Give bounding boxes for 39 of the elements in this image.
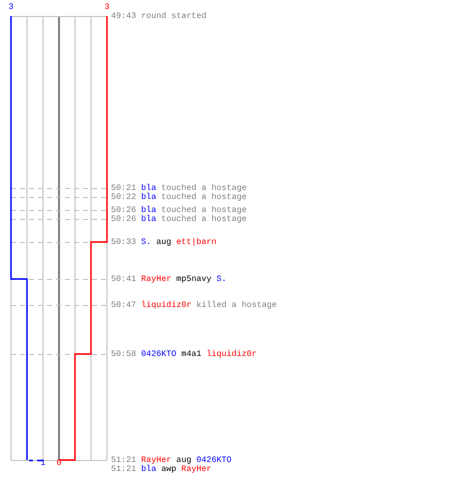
player-name: RayHer bbox=[141, 275, 172, 284]
event-text: killed a hostage bbox=[196, 301, 277, 310]
player-name: bla bbox=[141, 206, 156, 215]
player-name: liquidiz0r bbox=[141, 301, 192, 310]
player-name: bla bbox=[141, 465, 156, 474]
count-label: 3 bbox=[104, 3, 110, 12]
timestamp: 50:26 bbox=[111, 206, 136, 215]
player-name: bla bbox=[141, 215, 156, 224]
player-name: RayHer bbox=[141, 456, 172, 465]
player-name: bla bbox=[141, 184, 156, 193]
player-name: ett|barn bbox=[176, 238, 216, 247]
event-text: touched a hostage bbox=[161, 184, 247, 193]
weapon-name: aug bbox=[156, 238, 172, 247]
timestamp: 50:21 bbox=[111, 184, 136, 193]
player-name: S. bbox=[216, 275, 227, 284]
event-text: touched a hostage bbox=[161, 206, 247, 215]
timestamp: 49:43 bbox=[111, 12, 136, 21]
player-name: 0426KTO bbox=[141, 350, 176, 359]
timestamp: 50:47 bbox=[111, 301, 136, 310]
timestamp: 50:58 bbox=[111, 350, 136, 359]
weapon-name: mp5navy bbox=[176, 275, 212, 284]
player-name: RayHer bbox=[181, 465, 212, 474]
timestamp: 50:22 bbox=[111, 193, 136, 202]
timestamp: 50:41 bbox=[111, 275, 136, 284]
weapon-name: awp bbox=[161, 465, 176, 474]
count-label: 3 bbox=[8, 3, 14, 12]
event-text: touched a hostage bbox=[161, 215, 247, 224]
player-name: liquidiz0r bbox=[206, 350, 257, 359]
player-name: bla bbox=[141, 193, 156, 202]
timestamp: 50:26 bbox=[111, 215, 136, 224]
event-text: round started bbox=[141, 12, 206, 21]
event-text: touched a hostage bbox=[161, 193, 247, 202]
player-name: S. bbox=[141, 238, 152, 247]
weapon-name: m4a1 bbox=[181, 350, 202, 359]
weapon-name: aug bbox=[176, 456, 192, 465]
player-name: 0426KTO bbox=[196, 456, 232, 465]
timestamp: 51:21 bbox=[111, 465, 136, 474]
timestamp: 50:33 bbox=[111, 238, 136, 247]
timestamp: 51:21 bbox=[111, 456, 136, 465]
